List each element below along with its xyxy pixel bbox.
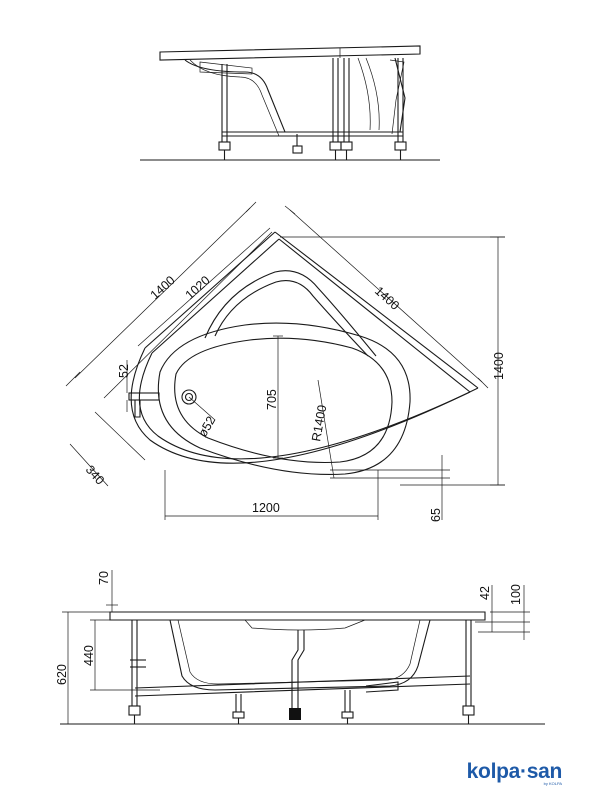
dim-radius: R1400 [309,404,329,443]
top-elevation-view [140,45,440,161]
brand-name: kolpa·san [466,760,563,783]
dim-drain: ø52 [195,414,218,440]
dimension-labels: 1400 1020 1400 1400 52 ø52 705 R1400 340… [55,273,523,685]
dim-52: 52 [117,364,131,378]
left-wall-outer [144,231,276,349]
dim-100: 100 [509,584,523,605]
siphon [289,708,301,720]
legs-top [218,58,407,160]
right-wall-outer [274,231,479,389]
dim-340: 340 [83,463,107,488]
overflow-fitting [128,392,160,401]
brand-logo: kolpa·san by KOLPA [466,760,563,786]
rim [159,45,421,61]
front-elevation-view [60,570,545,725]
brand-sub: by KOLPA [543,781,562,786]
dim-1400-height: 1400 [492,352,506,380]
dim-1200: 1200 [252,501,280,515]
dim-1020: 1020 [183,273,213,302]
dim-705: 705 [265,389,279,410]
legs-front [128,620,475,724]
headrest [204,270,377,357]
dim-440: 440 [82,645,96,666]
dim-620: 620 [55,664,69,685]
shell [184,57,406,133]
dim-1400-left: 1400 [148,273,178,302]
front-arc [130,347,479,464]
rim-front [109,611,486,621]
frame-beam [134,675,471,697]
drain-icon [181,389,197,405]
drain-pipe [291,630,299,710]
dim-1400-right: 1400 [372,284,402,313]
dim-65: 65 [429,508,443,522]
dim-lines-front [62,570,530,725]
dim-42: 42 [478,586,492,600]
plan-view [65,201,505,520]
shell-front [169,619,431,691]
dim-70: 70 [97,571,111,585]
basin-inner [174,337,393,463]
basin-rim [157,322,411,475]
dim-lines-plan [65,201,505,520]
